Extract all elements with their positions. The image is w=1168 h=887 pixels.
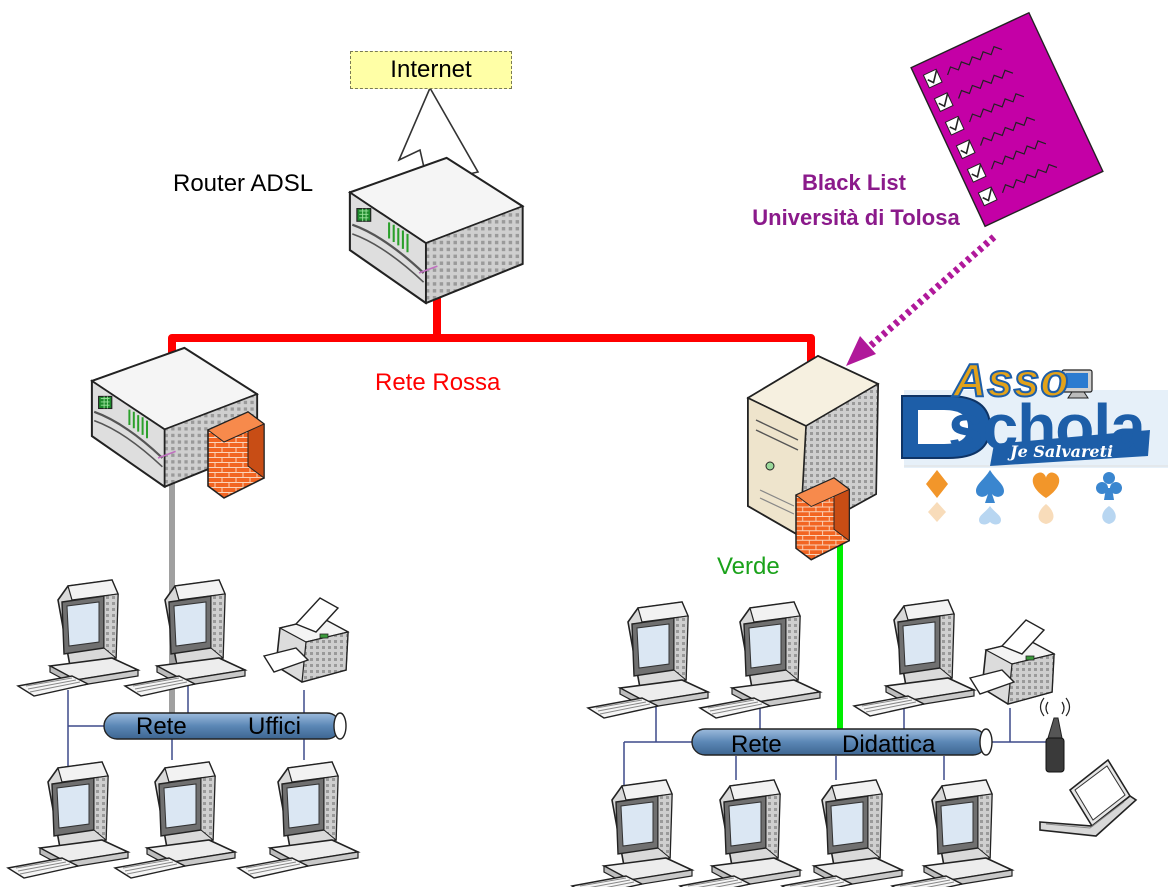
pc-icon bbox=[679, 779, 801, 887]
rete-didattica-bus bbox=[691, 728, 993, 756]
blacklist-title: Black List bbox=[802, 170, 906, 195]
rete-didattica-label-word1: Rete bbox=[731, 731, 782, 758]
pc-icon bbox=[7, 761, 129, 879]
internet-label: Internet bbox=[350, 51, 512, 89]
blacklist-arrow bbox=[846, 234, 997, 366]
pc-icon bbox=[587, 601, 709, 719]
rete-rossa-label: Rete Rossa bbox=[375, 369, 501, 396]
router-adsl-icon bbox=[348, 156, 524, 305]
pc-icon bbox=[124, 579, 246, 697]
rete-uffici-label-word2: Uffici bbox=[248, 713, 301, 740]
rete-didattica-label-word2: Didattica bbox=[842, 731, 936, 758]
pc-icon bbox=[237, 761, 359, 879]
rete-uffici-bus bbox=[103, 712, 347, 740]
logo-asso-text: Asso bbox=[952, 353, 1070, 407]
internet-text: Internet bbox=[390, 56, 472, 83]
diamond-suit-icon bbox=[926, 470, 948, 498]
assodschola-logo bbox=[901, 369, 1168, 530]
logo-schola-text: schola bbox=[948, 391, 1146, 463]
logo-tagline-text: Je Salvareti bbox=[1010, 442, 1114, 461]
wireless-access-point-icon bbox=[1039, 697, 1071, 773]
pc-icon bbox=[853, 599, 975, 717]
rete-rossa-lines bbox=[168, 284, 815, 450]
pc-icon bbox=[571, 779, 693, 887]
spade-suit-icon bbox=[976, 470, 1004, 525]
printer-icon bbox=[263, 597, 349, 683]
blacklist-subtitle: Università di Tolosa bbox=[752, 205, 960, 230]
logo-monitor-icon bbox=[1061, 369, 1093, 399]
printer-icon bbox=[969, 619, 1055, 705]
blacklist-card-icon bbox=[910, 11, 1104, 228]
pc-icon bbox=[699, 601, 821, 719]
club-suit-icon bbox=[1096, 472, 1122, 524]
pc-icon bbox=[17, 579, 139, 697]
pc-icon bbox=[891, 779, 1013, 887]
router-adsl-label: Router ADSL bbox=[173, 170, 314, 197]
heart-suit-icon bbox=[1032, 472, 1060, 524]
rete-uffici-label-word1: Rete bbox=[136, 713, 187, 740]
laptop-icon bbox=[1039, 758, 1138, 837]
pc-icon bbox=[114, 761, 236, 879]
verde-label: Verde bbox=[717, 553, 780, 580]
